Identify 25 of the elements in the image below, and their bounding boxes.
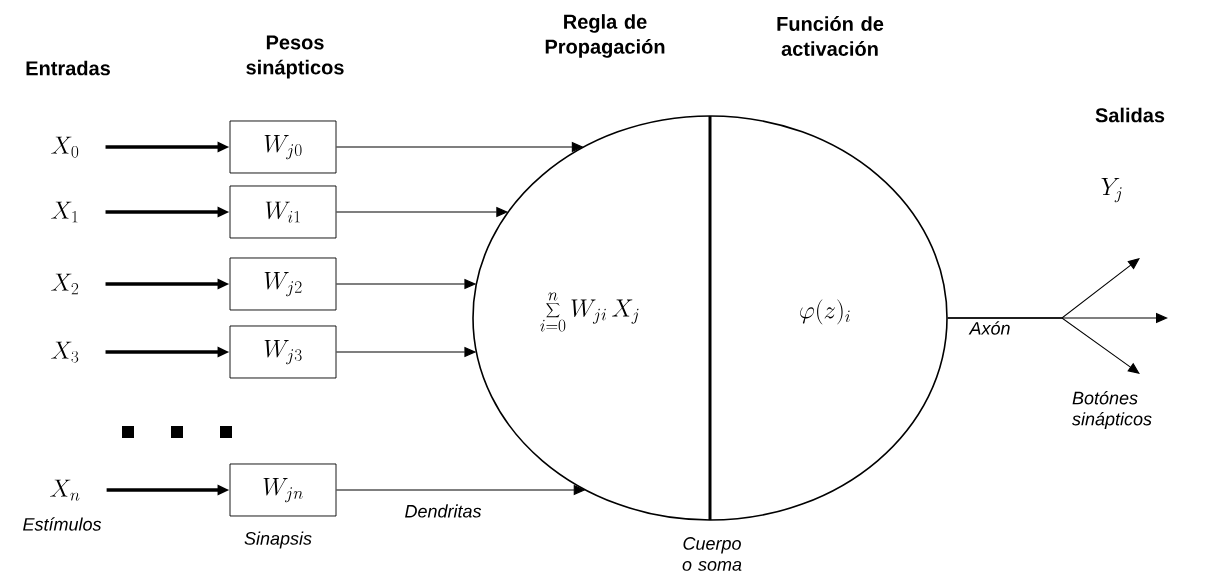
heading-text: Entradas	[26, 60, 110, 76]
input-variable: $X_n$	[50, 479, 80, 501]
heading-text: Regla de Propagación	[545, 14, 665, 58]
formula: $\sum_{i=0}^{n} W_{ji}\, X_j$	[540, 292, 639, 332]
caption-text: Estímulos	[23, 517, 102, 531]
arrow	[947, 317, 1140, 374]
heading-text: Salidas	[1095, 107, 1165, 123]
caption-text: Botónes sinápticos	[1072, 391, 1152, 429]
input-variable: $X_3$	[51, 341, 79, 363]
edge-label: Axón	[968, 320, 1012, 336]
caption-text: Cuerpo o soma	[682, 537, 742, 571]
output-variable: $Y_j$	[1101, 177, 1122, 203]
input-variable: $X_1$	[51, 201, 78, 223]
edge-label: Dendritas	[403, 503, 483, 519]
weight-box: $W_{j0}$	[229, 120, 337, 174]
heading-text: Función de activación	[777, 16, 884, 56]
weight-box: $W_{j3}$	[229, 325, 337, 379]
caption-text: Sinapsis	[244, 531, 312, 549]
input-variable: $X_2$	[51, 273, 79, 295]
weight-box: $W_{jn}$	[229, 463, 337, 517]
input-variable: $X_0$	[51, 136, 79, 158]
formula: $\varphi(z)_i$	[800, 299, 850, 325]
weight-box: $W_{i1}$	[229, 185, 337, 239]
heading-text: Pesos sinápticos	[246, 35, 344, 79]
weight-box: $W_{j2}$	[229, 257, 337, 311]
